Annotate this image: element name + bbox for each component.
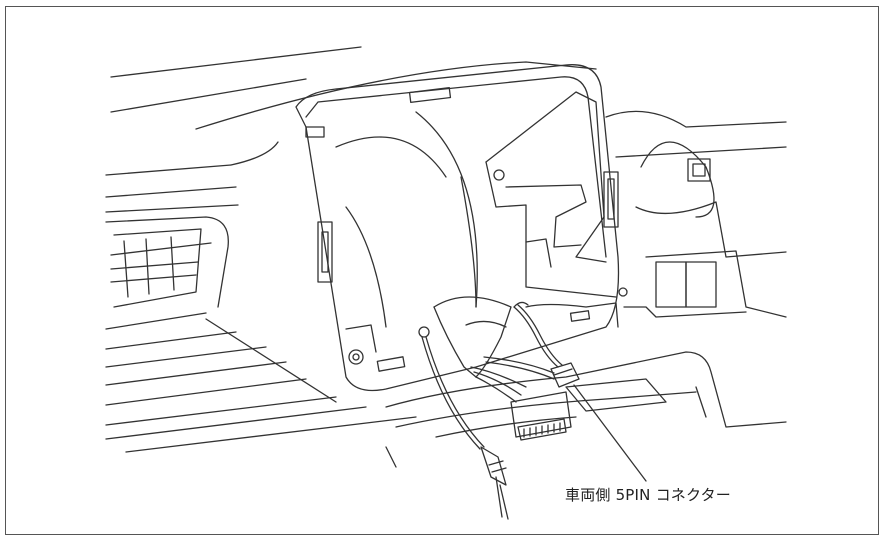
head-unit-frame <box>295 64 620 392</box>
dashboard-illustration <box>105 46 787 520</box>
multi-pin-connector <box>510 391 572 441</box>
antenna-cable <box>418 326 509 520</box>
five-pin-connector <box>550 362 580 388</box>
inner-panel-lines <box>335 111 478 328</box>
harness-cover <box>433 296 512 378</box>
lower-console <box>385 351 787 468</box>
right-console <box>605 110 787 318</box>
figure-frame <box>5 6 879 535</box>
connector-callout-label: 車両側 5PIN コネクター <box>565 486 731 504</box>
mounting-bracket <box>485 91 628 328</box>
dashboard-left-lines <box>105 312 417 453</box>
callout-leader <box>573 384 647 482</box>
air-vent <box>105 141 279 308</box>
dashboard-top-lines <box>110 46 597 130</box>
wires <box>470 301 563 403</box>
